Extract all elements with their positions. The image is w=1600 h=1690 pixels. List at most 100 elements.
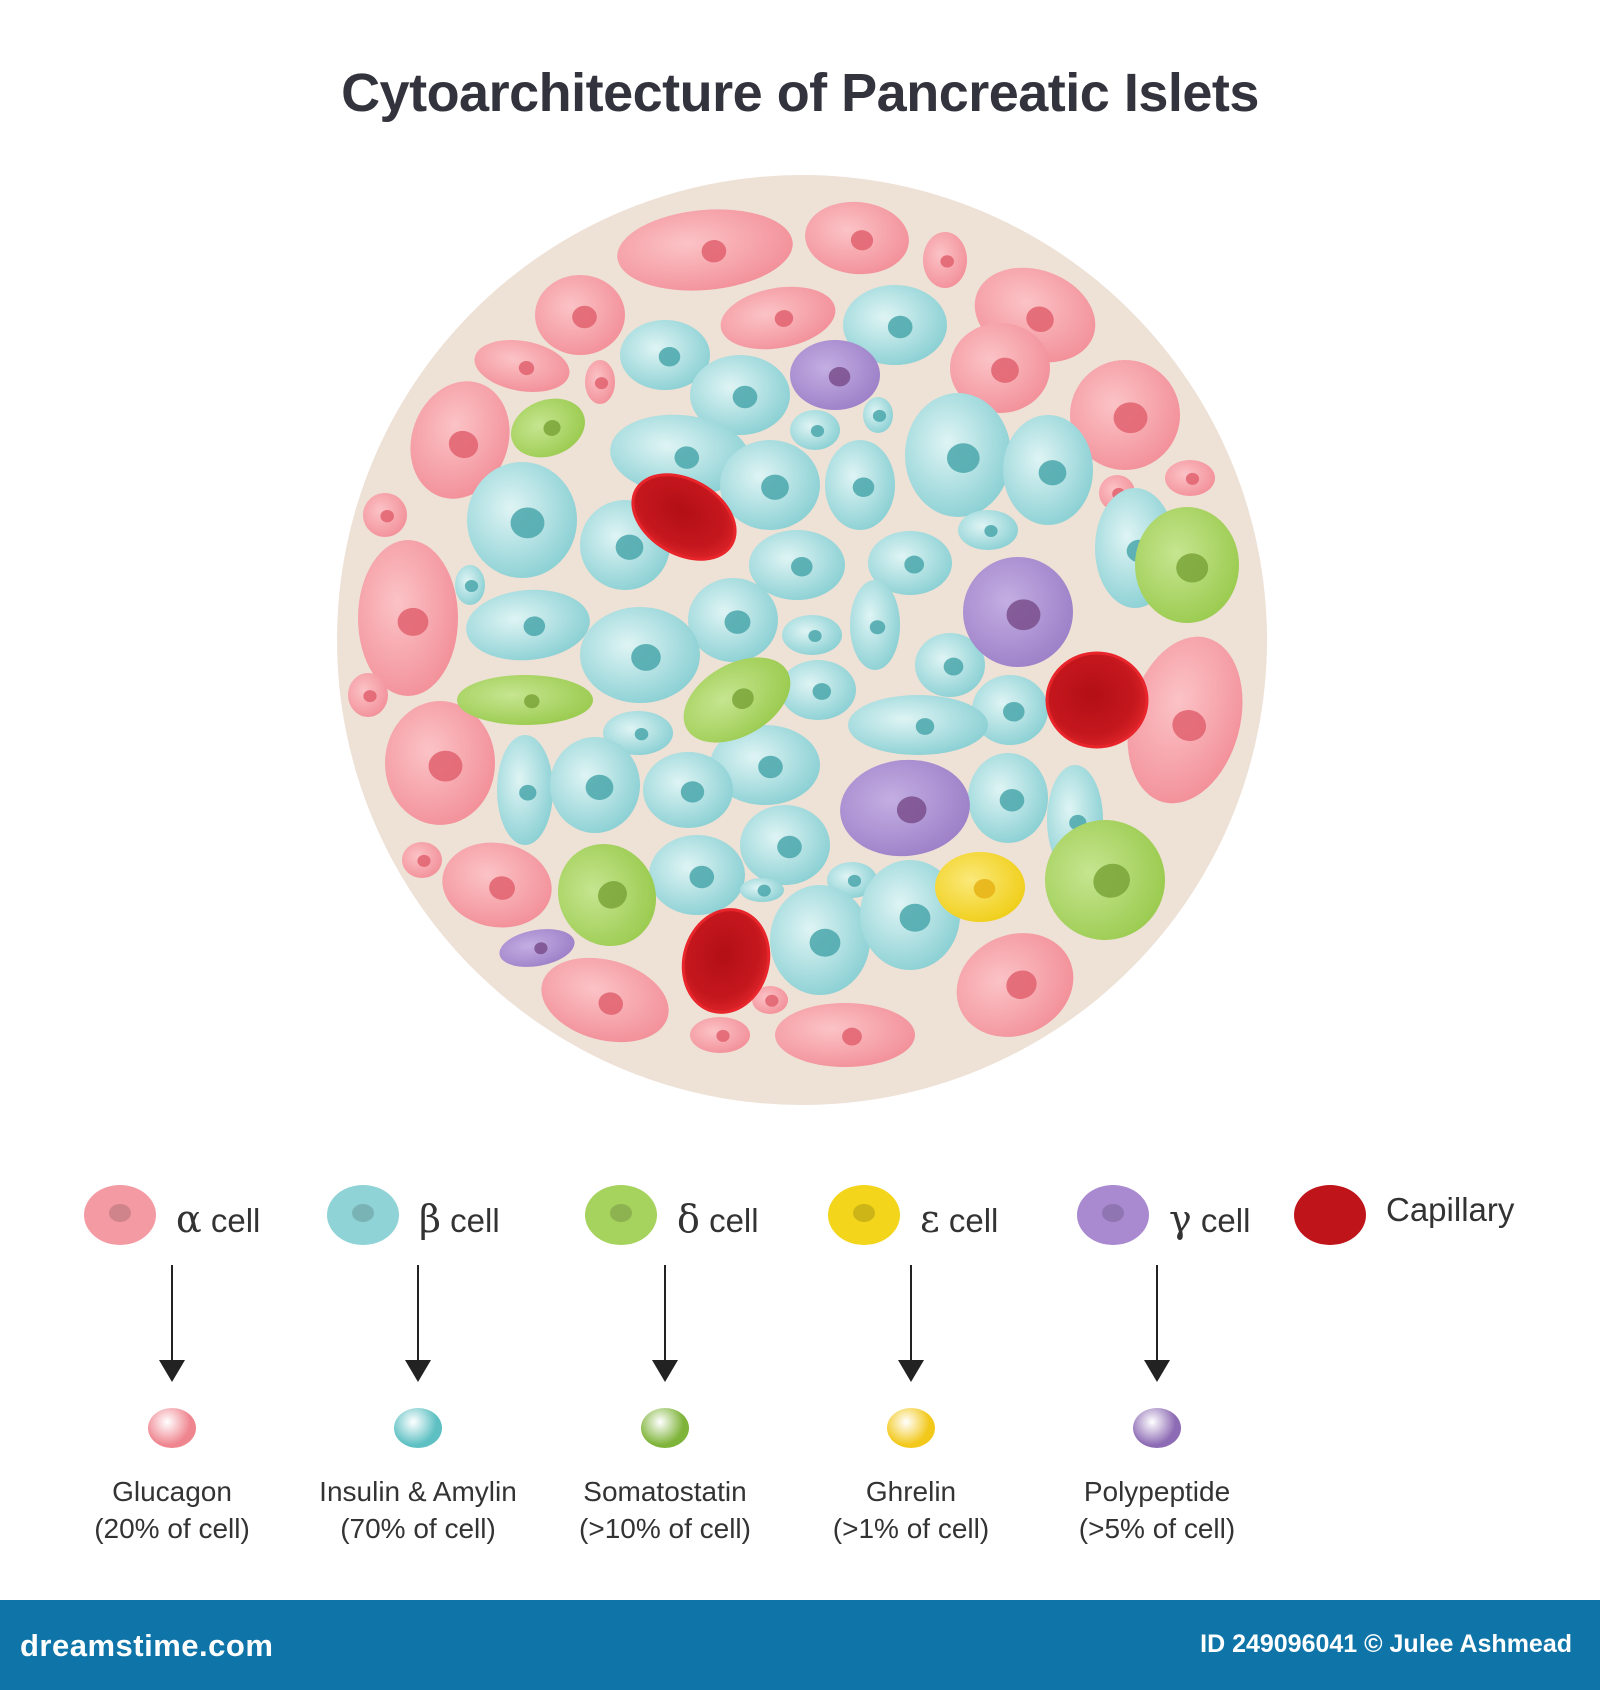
- arrow-head-icon: [1144, 1360, 1170, 1382]
- legend-text: cell: [210, 1202, 261, 1239]
- nucleus: [572, 305, 597, 329]
- capillary: [1045, 651, 1149, 749]
- legend-label: δ cell: [677, 1197, 759, 1241]
- epsilon-cell-icon: [828, 1185, 900, 1245]
- nucleus: [724, 610, 751, 634]
- beta-cell: [770, 885, 870, 995]
- nucleus: [518, 361, 535, 376]
- nucleus: [1038, 460, 1067, 486]
- delta-cell: [511, 398, 585, 458]
- arrow-head-icon: [652, 1360, 678, 1382]
- beta-cell: [843, 285, 947, 365]
- beta-cell: [780, 660, 856, 720]
- nucleus: [732, 385, 758, 409]
- alpha-cell: [535, 275, 625, 355]
- alpha-cell: [1070, 360, 1180, 470]
- alpha-cell: [1127, 636, 1243, 804]
- beta-cell: [740, 878, 784, 902]
- capillary-icon: [1294, 1185, 1366, 1245]
- beta-cell: [972, 675, 1048, 745]
- nucleus: [984, 525, 998, 537]
- nucleus: [896, 796, 927, 824]
- nucleus: [1185, 472, 1200, 485]
- delta-cell: [683, 657, 791, 743]
- nucleus: [448, 430, 479, 459]
- alpha-cell: [348, 673, 388, 717]
- nucleus: [464, 580, 479, 592]
- gamma-cell: [499, 929, 575, 967]
- beta-cell: [968, 753, 1048, 843]
- arrow-down-icon: [1156, 1265, 1158, 1365]
- nucleus: [523, 616, 546, 637]
- nucleus: [680, 781, 705, 803]
- beta-cell: [749, 530, 845, 600]
- nucleus: [999, 789, 1025, 812]
- legend-label: γ cell: [1169, 1197, 1250, 1241]
- hormone-granule: [394, 1408, 442, 1448]
- gamma-cell-icon: [1077, 1185, 1149, 1245]
- beta-cell: [790, 410, 840, 450]
- nucleus: [428, 750, 463, 782]
- gamma-cell: [963, 557, 1073, 667]
- beta-cell: [740, 805, 830, 885]
- epsilon-cell: [935, 852, 1025, 922]
- nucleus: [615, 534, 644, 560]
- alpha-cell: [385, 701, 495, 825]
- beta-cell: [905, 393, 1011, 517]
- alpha-cell: [474, 340, 570, 392]
- alpha-cell: [956, 933, 1074, 1037]
- nucleus: [828, 366, 851, 387]
- nucleus: [594, 377, 609, 390]
- beta-cell: [466, 589, 590, 661]
- nucleus: [1003, 701, 1025, 722]
- nucleus: [634, 727, 649, 741]
- beta-cell: [720, 440, 820, 530]
- beta-cell: [915, 633, 985, 697]
- legend-text: cell: [709, 1202, 759, 1239]
- hormone-share: (70% of cell): [340, 1513, 496, 1544]
- alpha-cell: [410, 381, 510, 499]
- hormone-share: (>1% of cell): [832, 1513, 990, 1544]
- nucleus: [510, 507, 545, 539]
- arrow-down-icon: [664, 1265, 666, 1365]
- nucleus: [380, 509, 394, 523]
- alpha-cell: [923, 232, 967, 288]
- nucleus: [872, 409, 887, 422]
- beta-cell: [620, 320, 710, 390]
- alpha-cell: [585, 360, 615, 404]
- arrow-head-icon: [405, 1360, 431, 1382]
- greek-letter: ε: [920, 1197, 940, 1241]
- beta-cell: [467, 462, 577, 578]
- nucleus: [519, 784, 537, 801]
- legend-label: Capillary: [1386, 1191, 1514, 1229]
- beta-cell: [710, 725, 820, 805]
- nucleus: [915, 718, 935, 735]
- beta-cell: [863, 397, 893, 433]
- alpha-cell: [617, 209, 793, 291]
- beta-cell-icon: [327, 1185, 399, 1245]
- hormone-name: Insulin & Amylin: [319, 1476, 517, 1507]
- nucleus: [810, 425, 825, 437]
- nucleus: [585, 774, 614, 800]
- beta-cell: [782, 615, 842, 655]
- hormone-label: Polypeptide(>5% of cell): [1027, 1473, 1287, 1547]
- nucleus: [904, 555, 925, 574]
- nucleus: [758, 755, 783, 779]
- beta-cell: [860, 860, 960, 970]
- nucleus: [777, 835, 802, 859]
- nucleus: [397, 607, 429, 636]
- beta-cell: [825, 440, 895, 530]
- beta-cell: [455, 565, 485, 605]
- arrow-head-icon: [159, 1360, 185, 1382]
- hormone-name: Ghrelin: [865, 1476, 957, 1507]
- beta-cell: [958, 510, 1018, 550]
- nucleus: [597, 881, 627, 909]
- beta-cell: [1003, 415, 1093, 525]
- hormone-granule: [1133, 1408, 1181, 1448]
- nucleus: [716, 1029, 730, 1042]
- nucleus: [1026, 306, 1054, 332]
- nucleus: [850, 230, 874, 251]
- beta-cell: [868, 531, 952, 595]
- hormone-label: Ghrelin (>1% of cell): [781, 1473, 1041, 1547]
- legend-text: cell: [1200, 1202, 1251, 1239]
